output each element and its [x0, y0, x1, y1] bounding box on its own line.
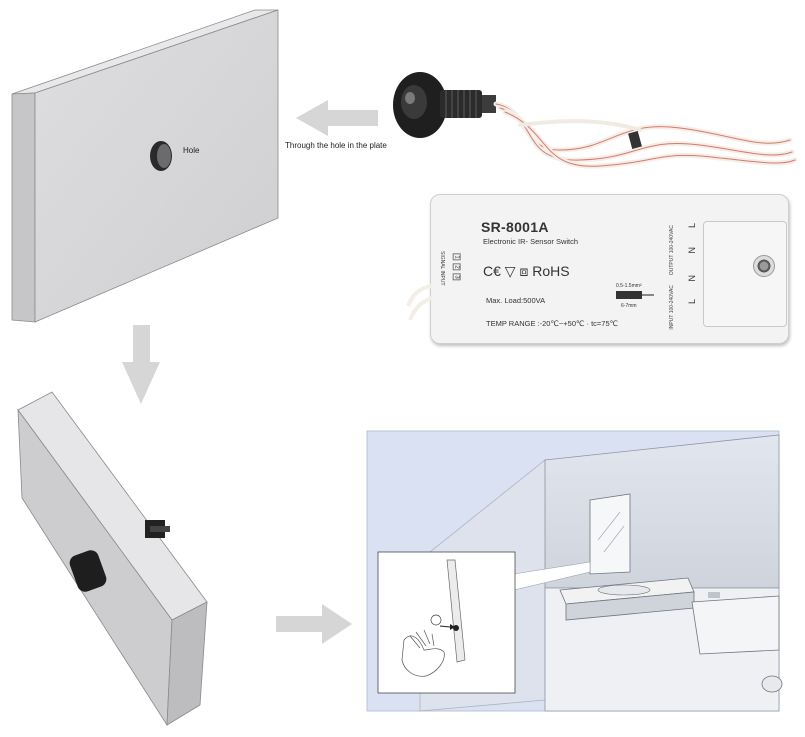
max-load-spec: Max. Load:500VA	[486, 296, 546, 305]
sensor-switch-controller: SR-8001A Electronic IR- Sensor Switch C€…	[430, 194, 789, 344]
pin-1: 1	[452, 253, 461, 261]
terminal-cover	[703, 221, 787, 327]
terminal-output-l: L	[687, 223, 697, 229]
mirror	[589, 493, 631, 575]
model-number: SR-8001A	[481, 219, 549, 235]
wire-core-icon	[642, 294, 654, 296]
pin-2: 2	[452, 263, 461, 271]
terminal-input-l: L	[687, 299, 697, 305]
wire-strip-icon	[616, 291, 642, 299]
through-hole-caption: Through the hole in the plate	[285, 141, 387, 150]
sensor-cable	[493, 101, 798, 169]
bathroom-scene	[366, 430, 783, 712]
wire-gauge-spec: 0.5-1.5mm²	[616, 283, 642, 289]
terminal-input-n: N	[687, 275, 697, 282]
plate-angled-view	[17, 391, 208, 727]
arrow-right	[276, 604, 352, 644]
hole-label: Hole	[183, 146, 200, 155]
product-subtitle: Electronic IR- Sensor Switch	[483, 237, 579, 246]
arrow-left	[296, 100, 378, 136]
arrow-down	[122, 325, 160, 404]
output-label: OUTPUT 100-240VAC	[669, 225, 675, 276]
plate-front-view	[11, 9, 279, 323]
controller-cables	[406, 284, 433, 321]
ir-sensor	[393, 72, 496, 138]
terminal-output-n: N	[687, 247, 697, 254]
temp-range-spec: TEMP RANGE :-20℃~+50℃ · tc=75℃	[486, 319, 619, 328]
screw-icon	[753, 255, 775, 277]
signal-pins: 1 2 3	[452, 253, 461, 281]
signal-input-label: SIGNAL INPUT	[439, 251, 445, 286]
input-label: INPUT 100-240VAC	[669, 285, 675, 330]
bathtub	[691, 595, 780, 655]
sensor-rear-nub	[145, 520, 170, 538]
hand-sensor-inset	[377, 551, 516, 694]
strip-length-spec: 6-7mm	[621, 303, 637, 309]
certification-marks: C€ ▽ ⧈ RoHS	[483, 263, 570, 279]
pin-3: 3	[452, 273, 461, 281]
